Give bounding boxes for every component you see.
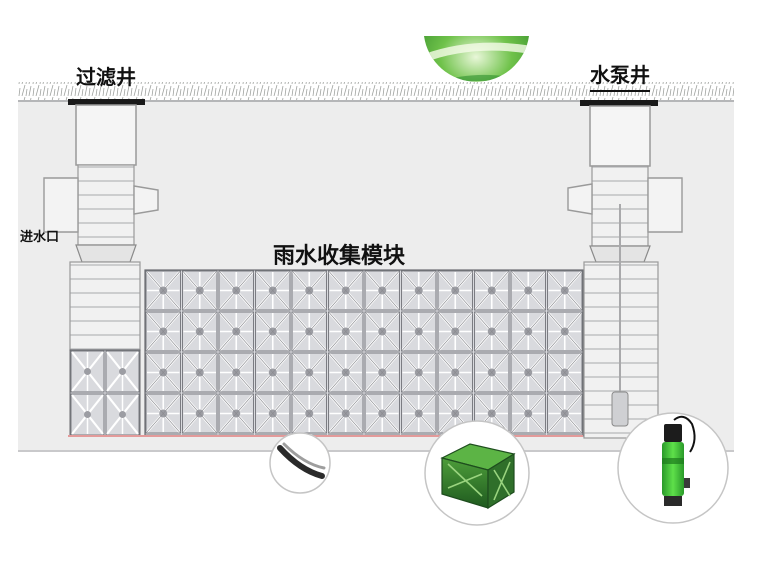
detail-circle-submersible-pump <box>618 413 728 523</box>
collection-module-label: 雨水收集模块 <box>273 238 405 270</box>
pump-well-left-flange <box>568 184 592 214</box>
module-grid <box>145 270 583 436</box>
water-inlet-label: 进水口 <box>20 226 59 245</box>
detail-circle-module-block <box>425 421 529 525</box>
filter-well-cone <box>76 245 136 262</box>
filter-well-module-stack <box>70 350 140 436</box>
detail-circle-pipe-clip <box>270 433 330 493</box>
filter-well-cap <box>68 99 145 105</box>
filter-well-riser <box>76 105 136 165</box>
filter-well-label: 过滤井 <box>76 61 136 90</box>
filter-well-side-flange <box>134 186 158 214</box>
filter-well-body <box>78 165 134 245</box>
pump-well-label: 水泵井 <box>590 59 650 92</box>
pump-in-well <box>612 392 628 426</box>
filter-well-inlet-stub <box>44 178 78 232</box>
filter-well-lower <box>70 262 140 350</box>
pump-well-cap <box>580 100 658 106</box>
pump-well-riser <box>590 106 650 166</box>
pump-well-right-stub <box>648 178 682 232</box>
